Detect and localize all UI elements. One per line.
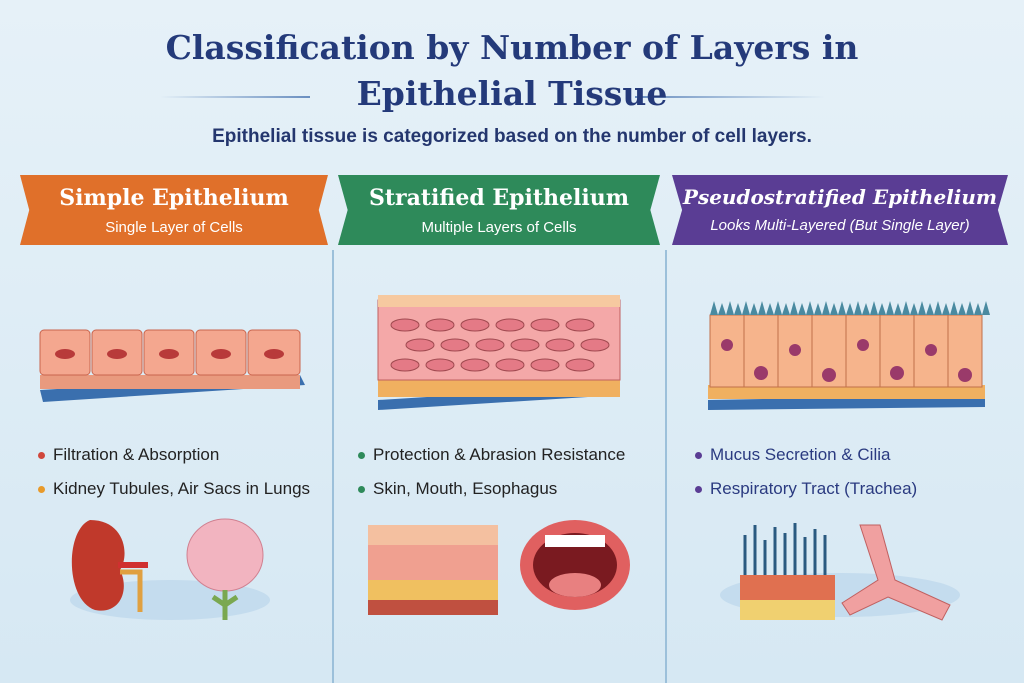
bullet-text: Kidney Tubules, Air Sacs in Lungs [53,479,311,498]
banner-subtitle: Multiple Layers of Cells [421,219,577,236]
bullet-dot-icon [38,451,45,459]
bullet-dot-icon [695,485,702,493]
column-divider [332,250,334,683]
bullet-text: Mucus Secretion & Cilia [710,445,891,464]
skin-block-icon [368,525,498,615]
banner-subtitle: Single Layer of Cells [105,219,243,236]
cilia-and-trachea-illustration [720,523,960,621]
cilia-block-icon [740,523,835,620]
bullet-item: Mucus Secretion & Cilia [695,445,917,465]
stratified-epithelium-illustration [377,295,621,410]
stratified-bullets: Protection & Abrasion Resistance Skin, M… [358,445,625,499]
banner-pseudostratified: Pseudostratified Epithelium Looks Multi-… [672,175,1008,245]
banner-title: Pseudostratified Epithelium [682,185,998,209]
pseudostratified-epithelium-illustration [708,301,990,410]
bullet-item: Respiratory Tract (Trachea) [695,479,917,499]
bullet-text: Filtration & Absorption [53,445,220,464]
bullet-dot-icon [695,451,702,459]
column-divider [665,250,667,683]
simple-epithelium-illustration [39,329,305,402]
title-decoration-left [160,96,310,98]
banner-simple: Simple Epithelium Single Layer of Cells [20,175,328,245]
title-line-2: Epithelial Tissue [356,74,668,113]
title-line-1: Classification by Number of Layers in [165,28,859,67]
bullet-item: Filtration & Absorption [38,445,310,465]
bullet-item: Kidney Tubules, Air Sacs in Lungs [38,479,310,499]
mouth-icon [520,520,630,610]
lungs-icon [186,518,264,620]
bullet-dot-icon [358,485,365,493]
kidney-icon [71,520,148,612]
skin-and-mouth-illustration [368,520,630,615]
bullet-text: Protection & Abrasion Resistance [373,445,626,464]
simple-bullets: Filtration & Absorption Kidney Tubules, … [38,445,310,499]
bullet-text: Respiratory Tract (Trachea) [710,479,918,498]
bullet-text: Skin, Mouth, Esophagus [373,479,558,498]
bullet-dot-icon [38,485,45,493]
subtitle: Epithelial tissue is categorized based o… [212,126,812,147]
bullet-item: Protection & Abrasion Resistance [358,445,625,465]
kidney-and-lungs-illustration [70,518,270,620]
bullet-dot-icon [358,451,365,459]
banner-title: Simple Epithelium [59,185,289,211]
pseudostratified-bullets: Mucus Secretion & Cilia Respiratory Trac… [695,445,917,499]
banner-stratified: Stratified Epithelium Multiple Layers of… [338,175,660,245]
banner-title: Stratified Epithelium [368,185,630,211]
banner-subtitle: Looks Multi-Layered (But Single Layer) [710,217,970,234]
bullet-item: Skin, Mouth, Esophagus [358,479,625,499]
trachea-icon [841,524,951,621]
